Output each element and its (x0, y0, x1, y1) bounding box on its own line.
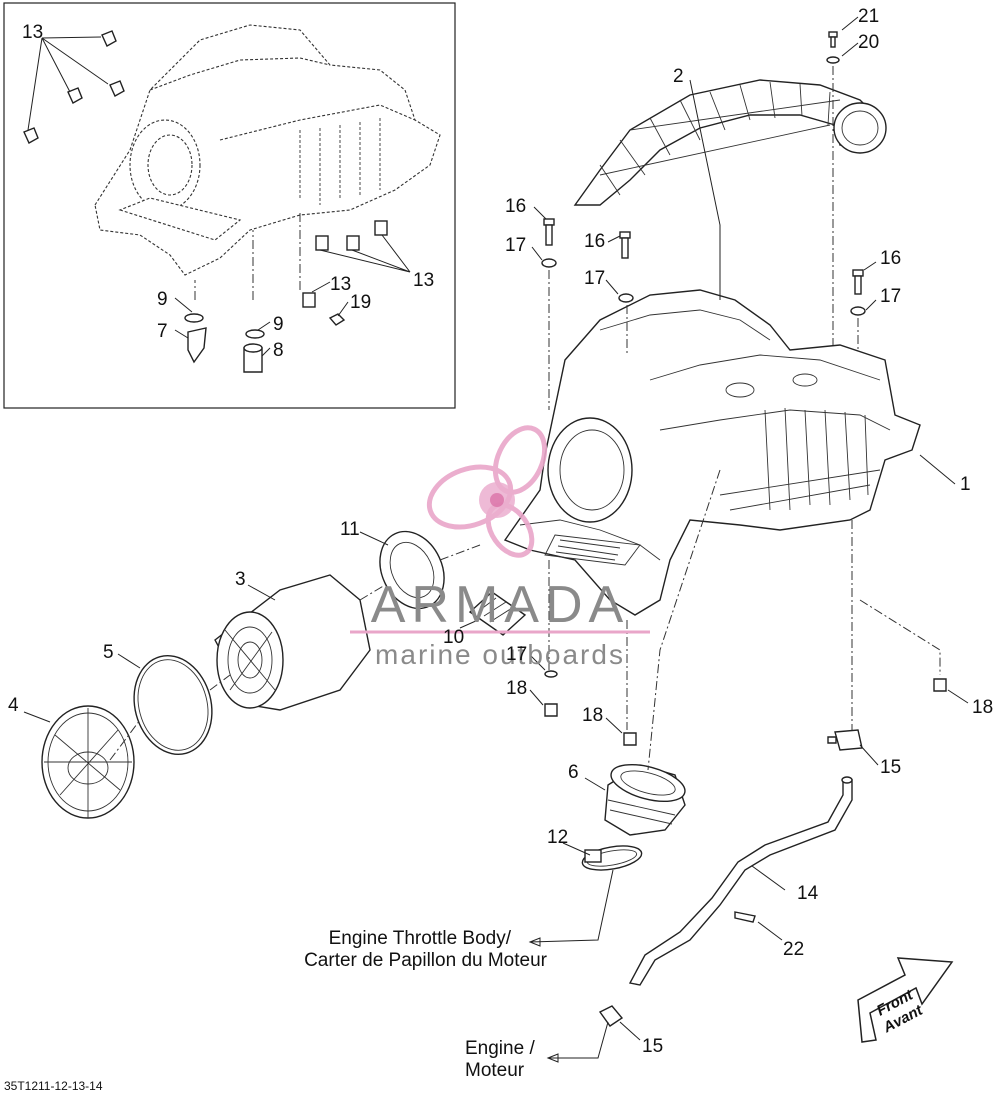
fastener-nut-18-right (933, 678, 947, 692)
callout-3: 3 (235, 569, 246, 590)
callout-20: 20 (858, 32, 879, 53)
throttle-body-adapter (604, 763, 686, 836)
fastener-screw-16-right (852, 269, 864, 295)
intake-duct (573, 79, 887, 206)
callout-9-left: 9 (157, 289, 168, 310)
callout-19: 19 (350, 292, 371, 313)
callout-8: 8 (273, 340, 284, 361)
fastener-washer-17-mid (618, 293, 634, 303)
callout-13-inset-bottom: 13 (413, 270, 434, 291)
engine-note-line2: Moteur (465, 1060, 525, 1081)
callout-10: 10 (443, 627, 464, 648)
fastener-washer-17-right (850, 306, 866, 316)
callout-numbers: 13 13 13 19 9 7 9 8 21 20 2 16 17 16 17 … (8, 6, 993, 1057)
callout-17-left: 17 (505, 235, 526, 256)
callout-16-mid: 16 (584, 231, 605, 252)
callout-16-left: 16 (505, 196, 526, 217)
fastener-washer-20 (826, 56, 840, 64)
callout-2: 2 (673, 66, 684, 87)
destination-notes: Engine Throttle Body/ Carter de Papillon… (304, 928, 548, 1081)
fastener-screw-16-left (543, 218, 555, 246)
air-filter-cartridge (214, 574, 371, 711)
watermark-brand-text: ARMADA (371, 576, 629, 634)
callout-16-right: 16 (880, 248, 901, 269)
throttle-note-line2: Carter de Papillon du Moteur (304, 950, 548, 971)
callout-13-inset-mid: 13 (330, 274, 351, 295)
fastener-washer-17-left (541, 258, 557, 268)
throttle-note-line1: Engine Throttle Body/ (329, 928, 512, 949)
breather-hose (628, 776, 853, 986)
air-box-housing (503, 289, 921, 616)
fastener-nut-18-lower-mid (623, 732, 637, 746)
callout-11: 11 (340, 519, 360, 540)
fastener-screw-16-mid (619, 231, 631, 259)
callout-9-right: 9 (273, 314, 284, 335)
callout-22: 22 (783, 939, 804, 960)
hose-clip-upper (827, 729, 863, 751)
callout-17-lower: 17 (506, 644, 527, 665)
inset-detail-view (3, 2, 456, 409)
callout-18-lower-mid: 18 (582, 705, 603, 726)
front-direction-arrow: Front Avant (857, 957, 954, 1043)
callout-18-right: 18 (972, 697, 993, 718)
warning-label (468, 591, 527, 636)
armada-watermark: ARMADA marine outboards (350, 425, 650, 670)
callout-12: 12 (547, 827, 568, 848)
engine-note-line1: Engine / (465, 1038, 535, 1059)
callout-17-mid: 17 (584, 268, 605, 289)
callout-13-inset-top: 13 (22, 22, 43, 43)
callout-17-right: 17 (880, 286, 901, 307)
callout-18-lower-left: 18 (506, 678, 527, 699)
fastener-nut-18-lower-left (544, 703, 558, 717)
fastener-screw-21 (828, 31, 838, 48)
callout-6: 6 (568, 762, 579, 783)
assembly-center-lines (109, 66, 941, 771)
watermark-tagline-text: marine outboards (375, 639, 625, 670)
hose-clip-lower (598, 1005, 624, 1027)
callout-4: 4 (8, 695, 19, 716)
filter-cover (41, 705, 135, 819)
callout-21: 21 (858, 6, 879, 27)
hose-clamp (581, 845, 643, 871)
diagram-code: 35T1211-12-13-14 (4, 1079, 103, 1093)
callout-5: 5 (103, 642, 114, 663)
callout-15-lower: 15 (642, 1036, 663, 1057)
cover-o-ring (133, 655, 213, 755)
filter-seal-ring (379, 530, 445, 610)
callout-15-upper: 15 (880, 757, 901, 778)
callout-leader-lines (23, 16, 969, 1063)
cable-tie (734, 911, 756, 923)
callout-7: 7 (157, 321, 168, 342)
armada-propeller-logo (426, 425, 548, 558)
callout-14: 14 (797, 883, 819, 904)
callout-1: 1 (960, 474, 971, 495)
fastener-washer-17-lower (544, 670, 558, 678)
